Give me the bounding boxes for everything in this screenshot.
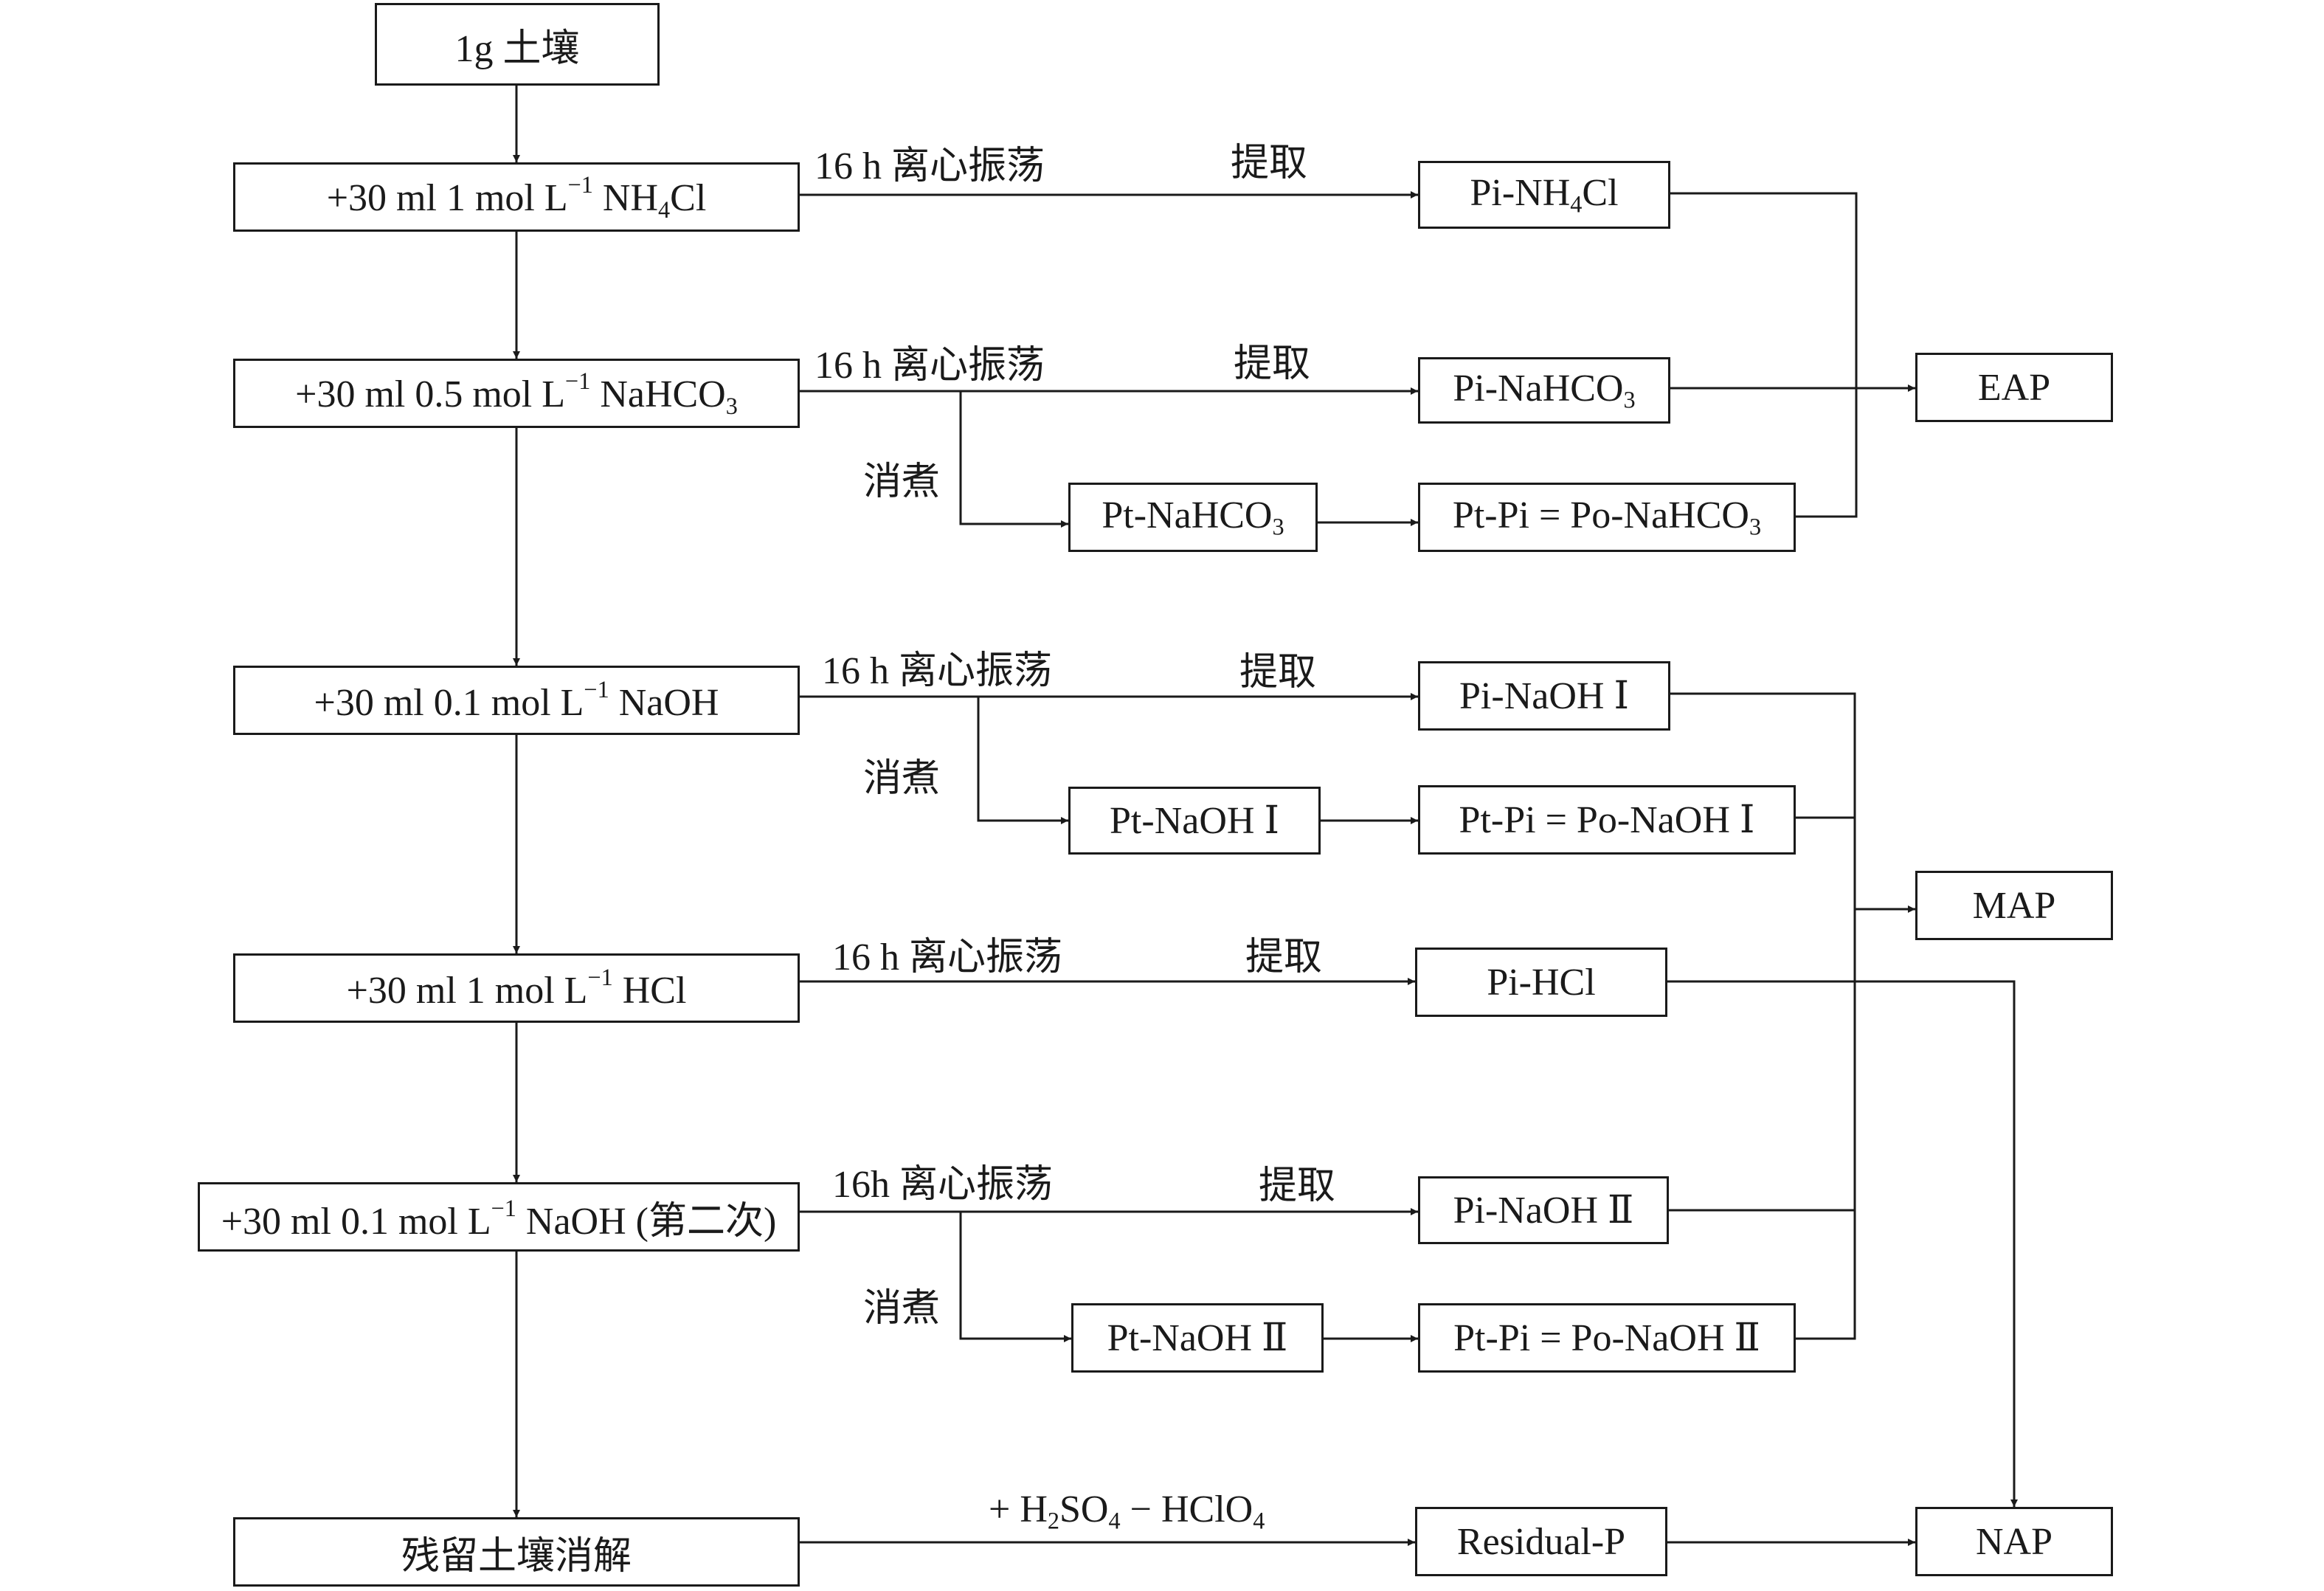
pool-map: MAP (1915, 871, 2113, 940)
fraction-po-nahco3: Pt-Pi = Po-NaHCO3 (1418, 483, 1796, 552)
step-nh4cl-label: +30 ml 1 mol L−1 NH4Cl (326, 170, 707, 223)
fraction-pi-nh4cl: Pi-NH4Cl (1418, 161, 1670, 229)
arrow-naoh1-digest (977, 697, 1068, 824)
step-naoh1-label: +30 ml 0.1 mol L−1 NaOH (314, 675, 719, 725)
arrow-to-nap-from-hcl (1667, 980, 2018, 1507)
fraction-pi-nahco3: Pi-NaHCO3 (1418, 357, 1670, 424)
label-shake-3: 16 h 离心振荡 (822, 650, 1053, 692)
label-extract-2: 提取 (1234, 343, 1311, 385)
step-naoh2-label: +30 ml 0.1 mol L−1 NaOH (第二次) (221, 1194, 777, 1243)
step-naoh1: +30 ml 0.1 mol L−1 NaOH (233, 666, 800, 735)
step-hcl: +30 ml 1 mol L−1 HCl (233, 953, 800, 1023)
label-acid-digest: + H2SO4 − HClO4 (989, 1488, 1265, 1534)
fraction-residual-p: Residual-P (1415, 1507, 1667, 1576)
fraction-pt-nahco3: Pt-NaHCO3 (1068, 483, 1318, 552)
label-extract-4: 提取 (1245, 936, 1323, 979)
label-digest-2: 消煮 (863, 758, 941, 800)
line-map-collector (1669, 692, 1856, 1212)
fraction-pi-naoh1: Pi-NaOH Ⅰ (1418, 661, 1670, 731)
label-shake-5: 16h 离心振荡 (832, 1164, 1054, 1206)
line-map-naoh2-digest (1796, 1210, 1856, 1340)
fraction-po-naoh1: Pt-Pi = Po-NaOH Ⅰ (1418, 785, 1796, 855)
label-shake-2: 16 h 离心振荡 (815, 345, 1045, 387)
label-extract-3: 提取 (1239, 652, 1317, 694)
fraction-pt-naoh2: Pt-NaOH Ⅱ (1071, 1303, 1324, 1373)
step-hcl-label: +30 ml 1 mol L−1 HCl (346, 963, 687, 1012)
label-shake-1: 16 h 离心振荡 (815, 145, 1045, 187)
step-nh4cl: +30 ml 1 mol L−1 NH4Cl (233, 162, 800, 232)
line-eap-collector (1670, 192, 1858, 518)
pool-nap: NAP (1915, 1507, 2113, 1576)
arrow-nahco3-digest (959, 391, 1068, 528)
label-digest-3: 消煮 (863, 1288, 941, 1330)
step-naoh2: +30 ml 0.1 mol L−1 NaOH (第二次) (198, 1182, 800, 1252)
step-residual: 残留土壤消解 (233, 1517, 800, 1587)
step-soil: 1g 土壤 (375, 3, 660, 86)
fraction-pi-naoh2: Pi-NaOH Ⅱ (1418, 1176, 1669, 1244)
pool-eap: EAP (1915, 353, 2113, 422)
label-shake-4: 16 h 离心振荡 (832, 936, 1063, 979)
step-nahco3-label: +30 ml 0.5 mol L−1 NaHCO3 (295, 367, 738, 419)
fraction-pt-naoh1: Pt-NaOH Ⅰ (1068, 787, 1321, 855)
label-extract-1: 提取 (1231, 142, 1308, 184)
fraction-po-naoh2: Pt-Pi = Po-NaOH Ⅱ (1418, 1303, 1796, 1373)
fraction-pi-hcl: Pi-HCl (1415, 948, 1667, 1017)
step-nahco3: +30 ml 0.5 mol L−1 NaHCO3 (233, 359, 800, 428)
label-digest-1: 消煮 (863, 461, 941, 503)
label-extract-5: 提取 (1259, 1165, 1336, 1207)
arrow-naoh2-digest (959, 1212, 1071, 1342)
